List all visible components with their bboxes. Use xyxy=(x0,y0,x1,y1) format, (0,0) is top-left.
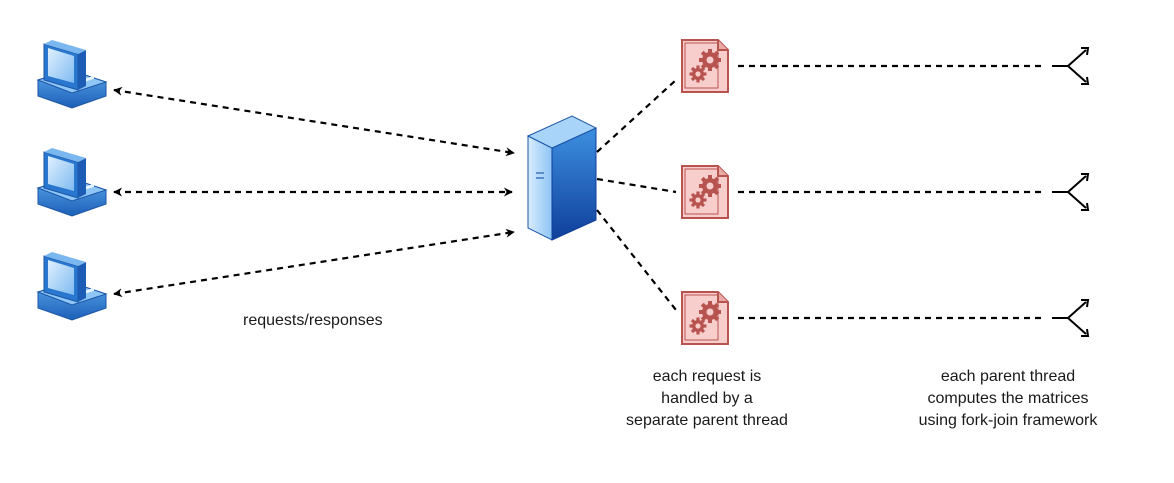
client-computer-1-icon xyxy=(37,39,107,109)
fork-join-note: each parent thread computes the matrices… xyxy=(888,366,1128,432)
client-server-links xyxy=(113,86,515,298)
link-client-3 xyxy=(113,228,515,298)
fork-join-1-icon xyxy=(1051,47,1089,85)
server-tower-icon xyxy=(526,115,598,241)
fork-join-note-line-3: using fork-join framework xyxy=(918,412,1098,429)
thread-fork-links xyxy=(738,64,1046,320)
fork-join-2-icon xyxy=(1051,173,1089,211)
link-thread-1 xyxy=(596,79,677,153)
parent-thread-2-icon xyxy=(681,165,729,219)
requests-responses-label: requests/responses xyxy=(243,312,383,329)
fork-join-note-line-1: each parent thread xyxy=(940,368,1076,385)
link-thread-3 xyxy=(596,209,677,311)
parent-thread-3-icon xyxy=(681,291,729,345)
thread-note-line-1: each request is xyxy=(652,368,762,385)
client-computer-3-icon xyxy=(37,251,107,321)
parent-thread-1-icon xyxy=(681,39,729,93)
thread-note: each request is handled by a separate pa… xyxy=(603,366,811,432)
fork-join-note-line-2: computes the matrices xyxy=(927,390,1089,407)
thread-note-line-2: handled by a xyxy=(661,390,753,407)
link-client-1 xyxy=(113,86,515,157)
server-thread-links xyxy=(596,79,677,311)
client-computer-2-icon xyxy=(37,147,107,217)
fork-join-3-icon xyxy=(1051,299,1089,337)
thread-note-line-3: separate parent thread xyxy=(626,412,788,429)
link-thread-2 xyxy=(596,177,677,194)
